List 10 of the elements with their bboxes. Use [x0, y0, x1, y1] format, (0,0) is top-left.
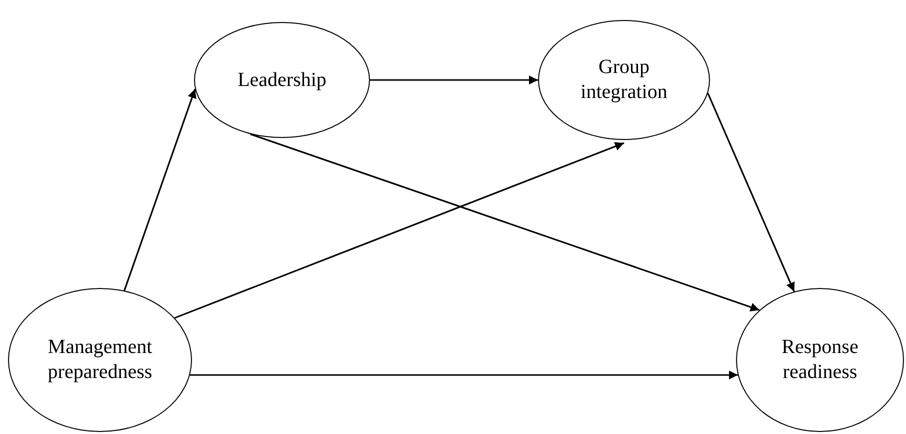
node-label: Management preparedness	[46, 335, 154, 385]
arrow	[190, 370, 738, 380]
node-label: Group integration	[580, 55, 668, 105]
node-label: Leadership	[238, 68, 326, 92]
arrow	[124, 88, 196, 291]
arrow	[707, 92, 795, 292]
arrow	[250, 133, 760, 312]
arrow	[370, 76, 538, 84]
node-label: Response readiness	[780, 335, 860, 385]
arrow	[174, 142, 624, 319]
